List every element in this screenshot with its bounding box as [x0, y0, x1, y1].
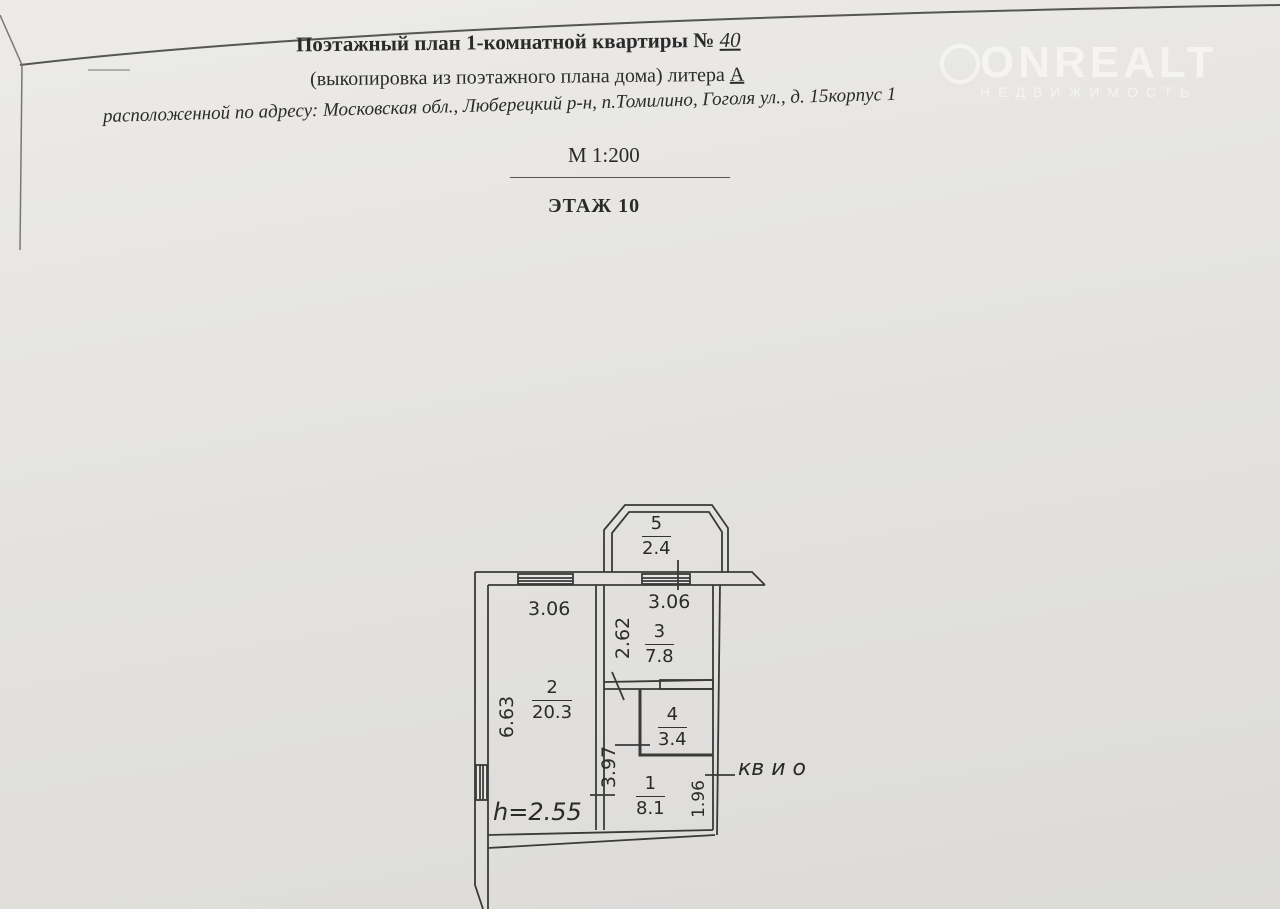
watermark: ONREALT НЕДВИЖИМОСТЬ: [940, 38, 1217, 100]
dim-room1-width: 1.96: [688, 780, 709, 818]
watermark-tagline: НЕДВИЖИМОСТЬ: [980, 84, 1198, 100]
dim-room2-width: 3.06: [528, 598, 571, 620]
watermark-logo-icon: [940, 44, 980, 84]
scale: М 1:200: [568, 143, 640, 167]
floor-label: ЭТАЖ 10: [548, 195, 641, 217]
dim-room2-length: 6.63: [496, 695, 519, 739]
dim-room3-length: 2.62: [612, 616, 635, 660]
ceiling-height: h=2.55: [493, 798, 582, 826]
handwritten-note: кв и о: [738, 756, 806, 781]
dim-room3-width: 3.06: [648, 591, 691, 613]
divider: [510, 177, 730, 178]
dim-room1-length: 3.97: [598, 745, 621, 789]
watermark-brand: ONREALT: [980, 38, 1218, 87]
